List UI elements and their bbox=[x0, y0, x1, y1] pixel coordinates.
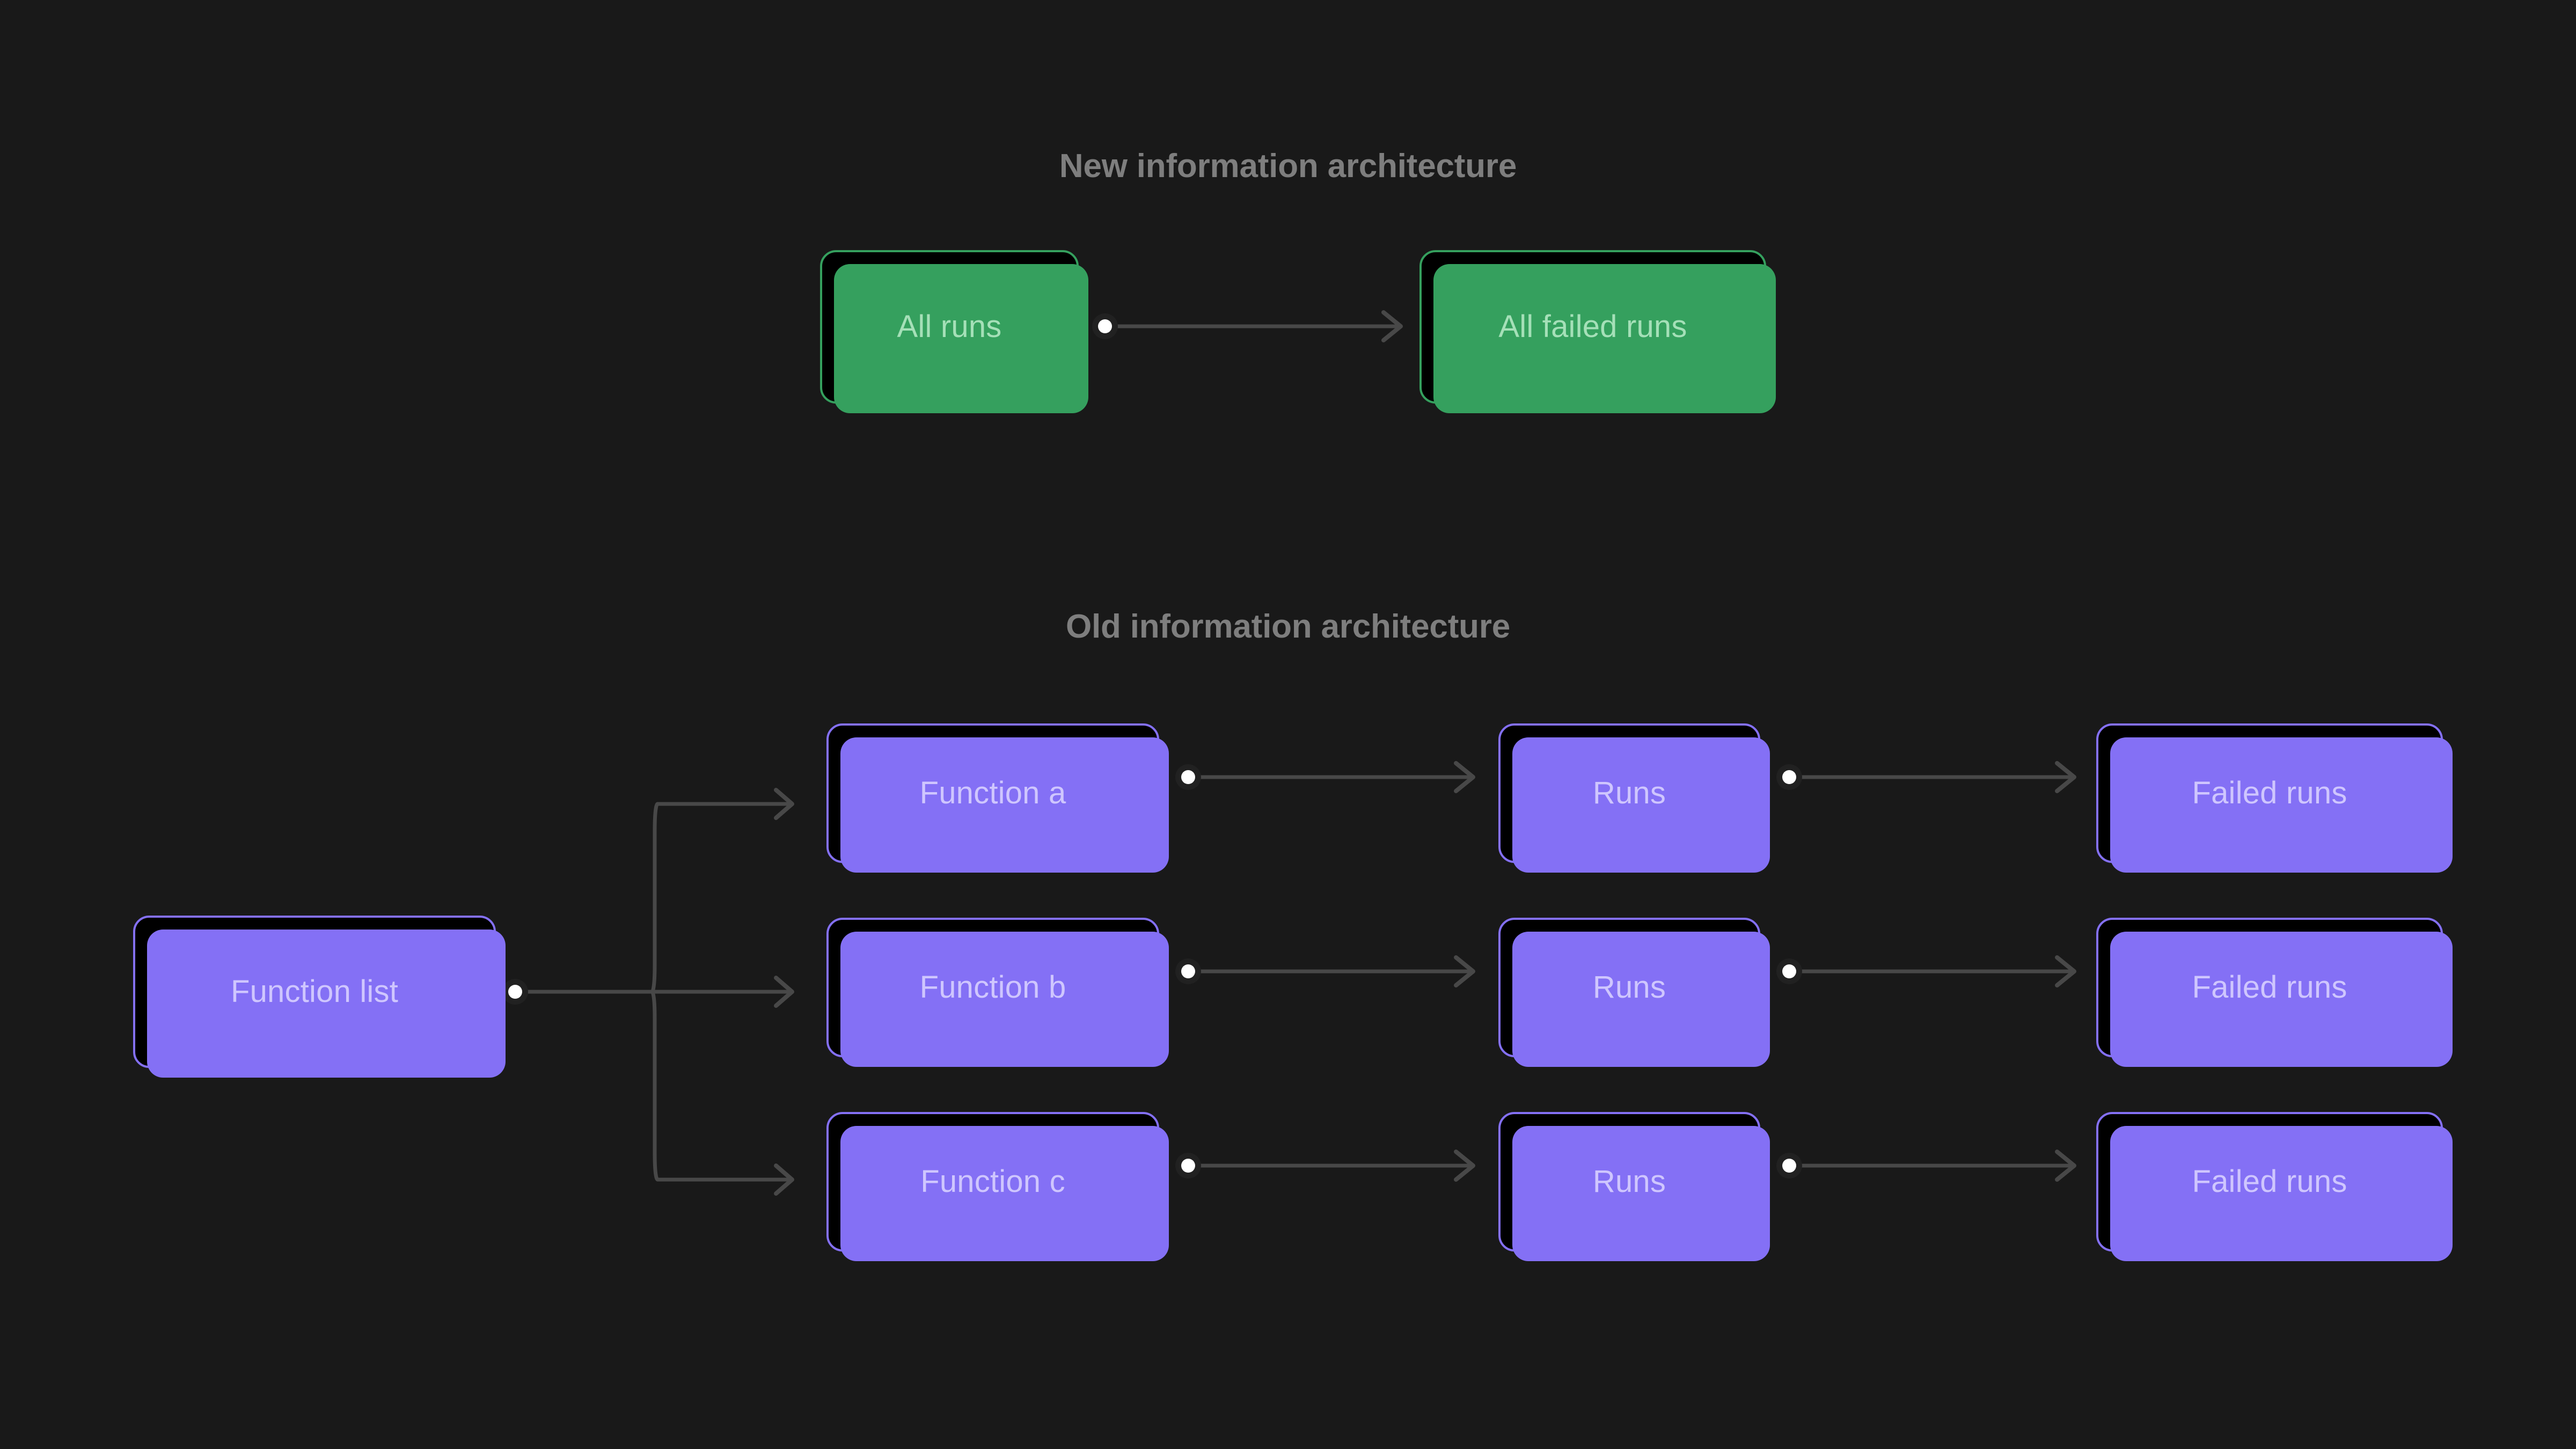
node-runs-row1-label: Runs bbox=[1592, 775, 1666, 810]
connector-function-c-to-runs bbox=[1175, 1150, 1475, 1182]
node-function-b-label: Function b bbox=[919, 970, 1066, 1005]
connector-runs-to-failed-runs-row3 bbox=[1776, 1150, 2076, 1182]
connector-function-list-fork bbox=[502, 788, 794, 1196]
node-function-b[interactable]: Function b bbox=[826, 918, 1169, 1067]
new-architecture-title: New information architecture bbox=[1059, 148, 1517, 185]
node-failed-runs-row1[interactable]: Failed runs bbox=[2096, 723, 2453, 873]
node-function-list-label: Function list bbox=[230, 974, 399, 1009]
node-runs-row3[interactable]: Runs bbox=[1498, 1112, 1770, 1261]
node-failed-runs-row3[interactable]: Failed runs bbox=[2096, 1112, 2453, 1261]
node-function-a-label: Function a bbox=[919, 775, 1066, 810]
node-all-failed-runs-label: All failed runs bbox=[1498, 309, 1687, 344]
node-runs-row1[interactable]: Runs bbox=[1498, 723, 1770, 873]
node-function-c-label: Function c bbox=[920, 1164, 1065, 1199]
node-function-a[interactable]: Function a bbox=[826, 723, 1169, 873]
node-all-failed-runs[interactable]: All failed runs bbox=[1419, 250, 1776, 413]
connector-runs-to-failed-runs-row2 bbox=[1776, 955, 2076, 987]
node-failed-runs-row2-label: Failed runs bbox=[2192, 970, 2347, 1005]
node-runs-row2[interactable]: Runs bbox=[1498, 918, 1770, 1067]
node-runs-row2-label: Runs bbox=[1592, 970, 1666, 1005]
node-failed-runs-row1-label: Failed runs bbox=[2192, 775, 2347, 810]
node-all-runs[interactable]: All runs bbox=[820, 250, 1088, 413]
node-failed-runs-row3-label: Failed runs bbox=[2192, 1164, 2347, 1199]
connector-function-a-to-runs bbox=[1175, 761, 1475, 793]
node-failed-runs-row2[interactable]: Failed runs bbox=[2096, 918, 2453, 1067]
connector-all-runs-to-all-failed-runs bbox=[1092, 310, 1403, 342]
connector-runs-to-failed-runs-row1 bbox=[1776, 761, 2076, 793]
node-function-c[interactable]: Function c bbox=[826, 1112, 1169, 1261]
connector-function-b-to-runs bbox=[1175, 955, 1475, 987]
node-runs-row3-label: Runs bbox=[1592, 1164, 1666, 1199]
node-all-runs-label: All runs bbox=[897, 309, 1002, 344]
node-function-list[interactable]: Function list bbox=[133, 916, 506, 1078]
old-architecture-title: Old information architecture bbox=[1065, 608, 1511, 645]
